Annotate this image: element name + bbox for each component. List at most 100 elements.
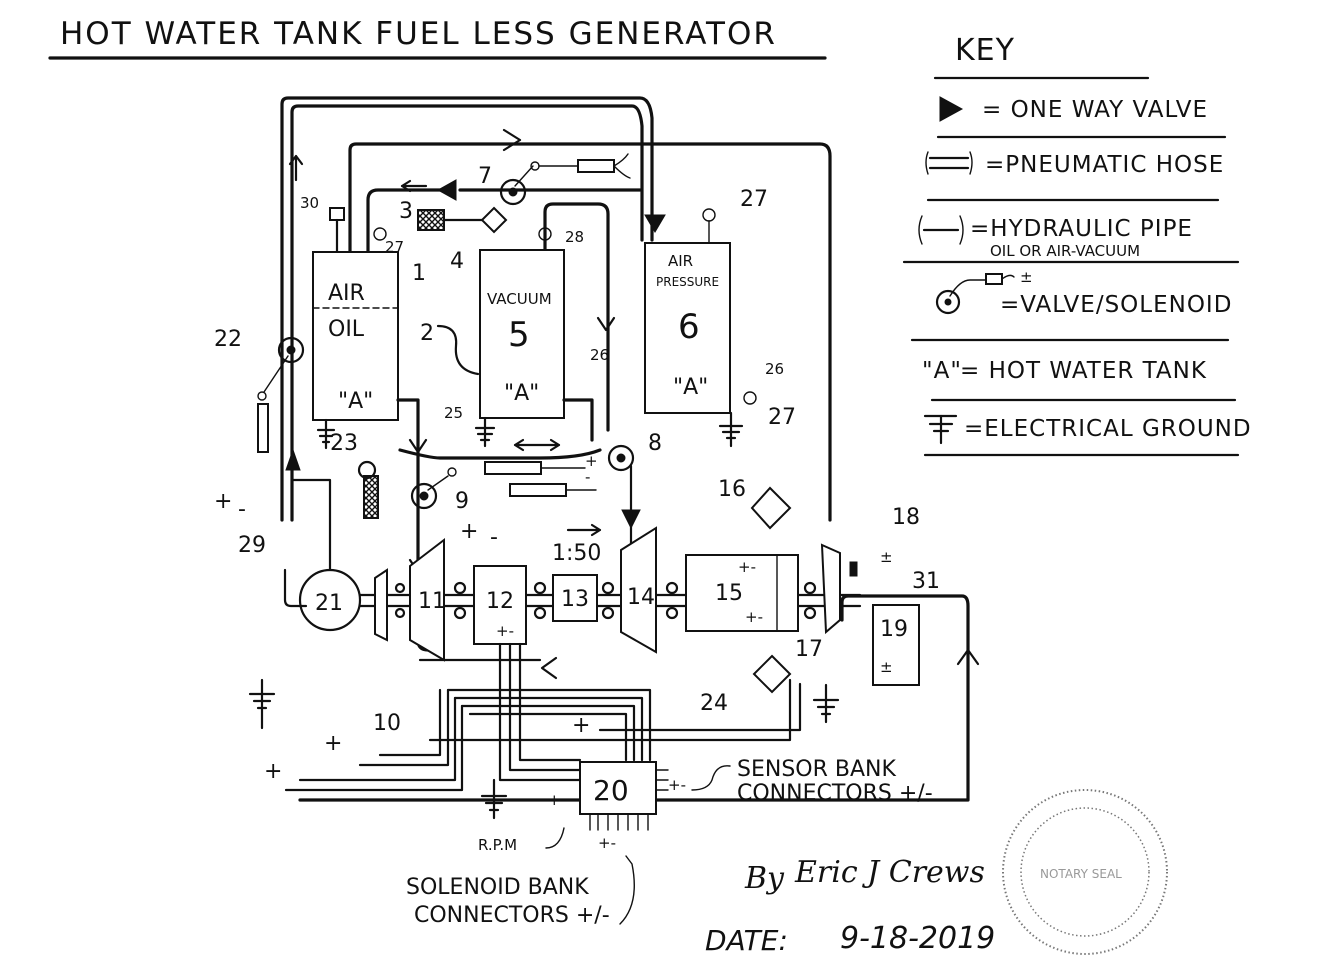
- label-14: 14: [627, 585, 655, 610]
- ground-icon: [480, 778, 508, 820]
- label-13: 13: [561, 587, 589, 612]
- tank-5-type: "A": [504, 381, 539, 406]
- stamp-text: NOTARY SEAL: [1040, 867, 1122, 881]
- label-26-a: 26: [590, 346, 609, 364]
- label-4: 4: [450, 249, 464, 274]
- leader: [619, 855, 635, 925]
- return-pipe: [298, 594, 970, 802]
- label-27-c: 27: [768, 405, 796, 430]
- tank-5-vacuum: VACUUM 5 "A": [479, 249, 565, 419]
- signature-name: Eric J Crews: [794, 855, 985, 890]
- label-27-b: 27: [740, 187, 768, 212]
- key-item-hydraulic-pipe-sub: OIL OR AIR-VACUUM: [990, 242, 1140, 260]
- tank-6-type: "A": [673, 375, 708, 400]
- label-28: 28: [565, 228, 584, 246]
- label-3: 3: [399, 199, 413, 224]
- ground-icon: [923, 414, 958, 445]
- polarity-plus: +: [460, 519, 478, 544]
- polarity-minus: -: [585, 468, 590, 486]
- label-23: 23: [330, 431, 358, 456]
- signature-by: By: [744, 861, 785, 896]
- frame-29: [283, 478, 332, 608]
- gear-ratio: 1:50: [552, 541, 601, 566]
- tank-6-air-label: AIR: [668, 252, 693, 270]
- label-7: 7: [478, 164, 492, 189]
- key-item-one-way-valve: = ONE WAY VALVE: [982, 97, 1208, 123]
- leader: [545, 827, 565, 849]
- polarity-plus: +: [572, 713, 590, 738]
- polarity-31: ±: [880, 548, 893, 566]
- label-15: 15: [715, 581, 743, 606]
- sensor-bank-line2: CONNECTORS +/-: [737, 781, 933, 806]
- pump-14: [620, 526, 657, 654]
- solenoid-bank-line2: CONNECTORS +/-: [414, 903, 610, 928]
- valve-8[interactable]: [607, 444, 635, 562]
- page-title: HOT WATER TANK FUEL LESS GENERATOR: [60, 16, 777, 52]
- label-24: 24: [700, 691, 728, 716]
- leader-2: [436, 324, 480, 376]
- one-way-valve-icon: [436, 179, 457, 201]
- valve-9[interactable]: [410, 467, 457, 510]
- date-label: DATE:: [705, 924, 788, 957]
- polarity-minus: -: [490, 525, 498, 550]
- label-31: 31: [912, 569, 940, 594]
- valve-4-diamond[interactable]: [480, 206, 508, 234]
- solenoid-pins: +-: [598, 834, 616, 852]
- polarity-15-top: +-: [738, 558, 756, 576]
- unit-12: [473, 565, 527, 645]
- ground-icon: [248, 678, 276, 730]
- key-item-electrical-ground: =ELECTRICAL GROUND: [964, 416, 1252, 442]
- key-item-hydraulic-pipe: =HYDRAULIC PIPE: [970, 216, 1193, 242]
- label-20: 20: [593, 774, 629, 807]
- valve-solenoid-icon: [935, 273, 1015, 315]
- label-25: 25: [444, 404, 463, 422]
- polarity-plus: +: [264, 759, 282, 784]
- polarity-plus: +: [214, 489, 232, 514]
- rpm-label: R.P.M: [478, 836, 517, 854]
- controller-pins: [589, 769, 669, 831]
- filter-3: [417, 209, 445, 231]
- tank-1-oil-label: OIL: [328, 317, 365, 342]
- solenoid-8: [484, 461, 542, 475]
- pneumatic-hose: [398, 448, 602, 460]
- label-16: 16: [718, 477, 746, 502]
- notary-stamp: NOTARY SEAL: [1002, 789, 1168, 955]
- tank-6-air-pressure: AIR PRESSURE 6 "A": [644, 242, 731, 414]
- label-30: 30: [300, 194, 319, 212]
- pneumatic-hose-icon: [925, 151, 973, 175]
- tank-6-number: 6: [678, 307, 700, 347]
- polarity-plus: +: [324, 731, 342, 756]
- couplings: [394, 581, 817, 620]
- hydraulic-pipe-icon: [918, 215, 964, 245]
- label-26-b: 26: [765, 360, 784, 378]
- valve-22[interactable]: [257, 336, 305, 453]
- wiring-bundle: [284, 642, 802, 792]
- tank-1-air-oil: AIR OIL "A": [312, 251, 399, 421]
- hydraulic-pipe: [562, 398, 594, 442]
- ground-icon: [812, 683, 840, 724]
- tank-5-vacuum-label: VACUUM: [487, 290, 552, 308]
- double-arrow: [513, 438, 561, 452]
- battery-19: [872, 604, 920, 686]
- sensor-bank-line1: SENSOR BANK: [737, 757, 896, 782]
- label-10: 10: [373, 711, 401, 736]
- sensor-27: [743, 391, 757, 405]
- ground-icon: [718, 411, 744, 448]
- hydraulic-pipes: [280, 96, 832, 522]
- label-19: 19: [880, 617, 908, 642]
- rpm-polarity: +-: [548, 791, 566, 809]
- flow-arrow: [956, 648, 980, 666]
- sensor-27: [373, 227, 387, 241]
- ground-icon: [474, 416, 496, 448]
- label-8: 8: [648, 431, 662, 456]
- valve-7[interactable]: [499, 153, 631, 206]
- label-29: 29: [238, 533, 266, 558]
- regulator-24: [752, 654, 792, 694]
- polarity-15-bottom: +-: [745, 608, 763, 626]
- sensor-27: [702, 208, 716, 222]
- battery-polarity: ±: [880, 658, 893, 676]
- polarity-plus: +: [585, 452, 598, 470]
- key-legend: KEY = ONE WAY VALVE =PNEUMATIC HOSE =HYD…: [902, 33, 1252, 457]
- sensor-28: [538, 227, 552, 241]
